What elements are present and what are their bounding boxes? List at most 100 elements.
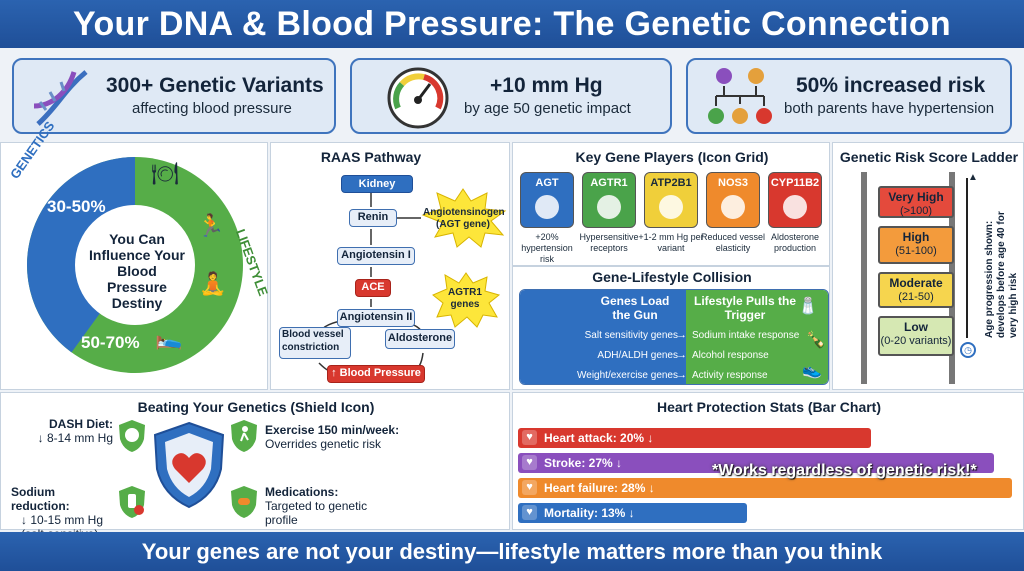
tip-heading: Exercise 150 min/week: <box>265 423 400 437</box>
stat-card-mmhg: +10 mm Hg by age 50 genetic impact <box>350 58 672 134</box>
lifestyle-heading: Lifestyle Pulls the Trigger <box>693 294 797 322</box>
rung-label: Low <box>904 320 928 334</box>
gene-caption: Reduced vessel elasticity <box>700 232 766 253</box>
stat-subtitle: by age 50 genetic impact <box>464 100 631 117</box>
salt-shield-icon <box>119 486 145 518</box>
family-tree-icon <box>708 68 772 124</box>
stat-card-variants: 300+ Genetic Variants affecting blood pr… <box>12 58 336 134</box>
protection-bar: ♥ Heart failure: 28% ↓ <box>518 478 1012 498</box>
risk-rung: Low(0-20 variants) <box>878 316 954 356</box>
bar-label: Heart failure: 28% ↓ <box>544 481 655 495</box>
raas-blood-pressure: ↑ Blood Pressure <box>327 365 425 383</box>
tip-exercise: Exercise 150 min/week: Overrides genetic… <box>265 423 415 451</box>
tip-body: Overrides genetic risk <box>265 437 382 451</box>
page-title: Your DNA & Blood Pressure: The Genetic C… <box>0 0 1024 48</box>
ladder-title: Genetic Risk Score Ladder <box>839 149 1019 165</box>
sleep-icon: 🛌 <box>155 325 183 350</box>
arrow-right-icon: → <box>676 369 687 381</box>
tip-dash: DASH Diet: ↓ 8-14 mm Hg <box>31 417 113 445</box>
gauge-icon <box>387 67 449 129</box>
tip-heading: DASH Diet: <box>48 417 113 431</box>
raas-panel: RAAS Pathway Kidney Renin Angiotensinoge… <box>270 142 510 390</box>
age-progression-note: Age progression shown: develops before a… <box>984 211 1019 338</box>
stat-subtitle: affecting blood pressure <box>132 100 292 117</box>
raas-agtr1: AGTR1 genes <box>448 287 482 310</box>
gene-name: AGTR1 <box>590 177 628 189</box>
stat-title: 300+ Genetic Variants <box>106 74 324 97</box>
raas-angiotensin-2: Angiotensin II <box>337 309 415 327</box>
gene-caption: +1-2 mm Hg per variant <box>638 232 704 253</box>
collision-panel: Gene-Lifestyle Collision Genes Load the … <box>512 266 830 390</box>
raas-angiotensinogen: Angiotensinogen (AGT gene) <box>423 207 505 230</box>
starburst-icon <box>421 188 507 248</box>
runner-shield-icon <box>231 420 257 452</box>
protection-title: Heart Protection Stats (Bar Chart) <box>656 399 882 415</box>
gene-card: AGTR1 <box>582 172 636 228</box>
raas-renin: Renin <box>349 209 397 227</box>
footer-tagline: Your genes are not your destiny—lifestyl… <box>0 532 1024 571</box>
genes-heading: Genes Load the Gun <box>600 294 670 322</box>
tip-body: ↓ 8-14 mm Hg <box>37 431 113 445</box>
collision-gene: Weight/exercise genes <box>577 370 678 381</box>
collision-title: Gene-Lifestyle Collision <box>592 269 752 285</box>
genes-side <box>520 290 686 384</box>
beating-panel: Beating Your Genetics (Shield Icon) DASH… <box>0 392 510 541</box>
protection-bar: ♥Mortality: 13% ↓ <box>518 503 747 523</box>
raas-ace: ACE <box>355 279 391 297</box>
meditation-icon: 🧘 <box>199 271 227 296</box>
broken-heart-icon: ♥ <box>522 480 537 495</box>
stat-subtitle: both parents have hypertension <box>784 100 995 117</box>
collision-gene: Salt sensitivity genes <box>584 330 678 341</box>
rung-label: Moderate <box>889 276 943 290</box>
age-arrow <box>966 178 984 338</box>
raas-aldosterone: Aldosterone <box>385 329 455 349</box>
bar-label: Heart attack: 20% ↓ <box>544 431 654 445</box>
gene-name: NOS3 <box>718 177 748 189</box>
gene-icon <box>721 195 745 219</box>
rung-range: (0-20 variants) <box>880 335 952 347</box>
collision-lifestyle: Alcohol response <box>692 350 769 361</box>
protection-note: *Works regardless of genetic risk!* <box>712 462 977 479</box>
gene-caption: Aldosterone production <box>770 232 820 253</box>
gene-grid-title: Key Gene Players (Icon Grid) <box>575 149 769 165</box>
stat-title: 50% increased risk <box>796 74 986 97</box>
bar-label: Mortality: 13% ↓ <box>544 506 635 520</box>
gene-icon <box>659 195 683 219</box>
arrow-up-icon: ▲ <box>968 172 978 183</box>
heart-icon: ♥ <box>522 430 537 445</box>
influence-donut <box>26 157 243 373</box>
gene-card: NOS3 <box>706 172 760 228</box>
raas-kidney: Kidney <box>341 175 413 193</box>
stat-card-risk: 50% increased risk both parents have hyp… <box>686 58 1012 134</box>
collision-gene: ADH/ALDH genes <box>597 350 678 361</box>
influence-center-text: You Can Influence Your Blood Pressure De… <box>89 231 185 311</box>
rung-range: (21-50) <box>898 291 934 303</box>
gene-icon <box>535 195 559 219</box>
clock-icon: ◷ <box>960 342 976 358</box>
shield-icon <box>153 421 225 509</box>
running-icon: 🏃 <box>197 213 225 238</box>
risk-rung: Very High(>100) <box>878 186 954 218</box>
raas-title: RAAS Pathway <box>320 149 422 165</box>
dna-icon <box>33 70 88 126</box>
bowl-shield-icon <box>119 420 145 452</box>
raas-vessel-constriction: Blood vessel constriction <box>279 327 351 359</box>
risk-rung: Moderate(21-50) <box>878 272 954 308</box>
collision-box: Genes Load the Gun Lifestyle Pulls the T… <box>519 289 829 385</box>
gene-name: CYP11B2 <box>770 177 820 189</box>
risk-rung: High(51-100) <box>878 226 954 264</box>
pill-shield-icon <box>231 486 257 518</box>
beating-title: Beating Your Genetics (Shield Icon) <box>137 399 375 415</box>
starburst-icon <box>432 272 501 328</box>
tip-heading: Sodium reduction: <box>11 485 70 513</box>
salt-shaker-icon: 🧂 <box>798 298 818 315</box>
bottle-icon: 🍾 <box>806 332 826 349</box>
raas-angiotensin-1: Angiotensin I <box>337 247 415 265</box>
protection-bar: ♥ Heart attack: 20% ↓ <box>518 428 871 448</box>
collision-lifestyle: Sodium intake response <box>692 330 800 341</box>
stat-title: +10 mm Hg <box>490 74 603 97</box>
rung-label: Very High <box>888 190 944 204</box>
rung-range: (51-100) <box>895 245 937 257</box>
protection-bar: ♥Stroke: 27% ↓ <box>518 453 994 473</box>
